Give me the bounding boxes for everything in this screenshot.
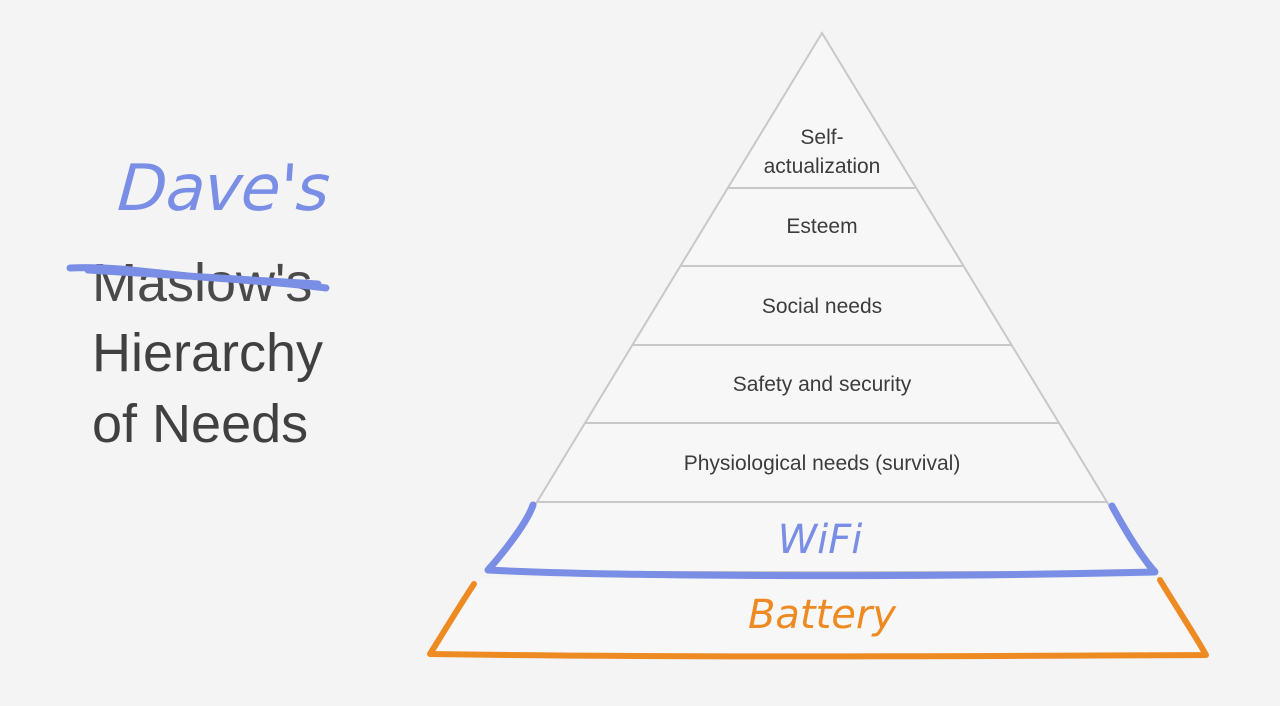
tier-label-self-actualization-1: Self- (800, 126, 843, 149)
tier-label-wifi: WiFi (778, 517, 863, 563)
tier-label-battery: Battery (748, 592, 897, 638)
title-of-needs: of Needs (92, 394, 309, 454)
battery-scribble (427, 577, 1209, 660)
tier-label-self-actualization-2: actualization (764, 155, 881, 178)
title-hierarchy: Hierarchy (92, 323, 324, 383)
tier-label-safety: Safety and security (733, 373, 912, 396)
tier-label-physiological: Physiological needs (survival) (684, 452, 961, 475)
strikethrough-scribble (66, 264, 330, 292)
pyramid-outline (535, 31, 1109, 503)
tier-label-esteem: Esteem (786, 215, 857, 238)
battery-tier (430, 578, 1206, 656)
handwritten-daves: Dave's (115, 152, 332, 226)
wifi-scribble (484, 501, 1159, 580)
tier-label-social-needs: Social needs (762, 295, 882, 318)
